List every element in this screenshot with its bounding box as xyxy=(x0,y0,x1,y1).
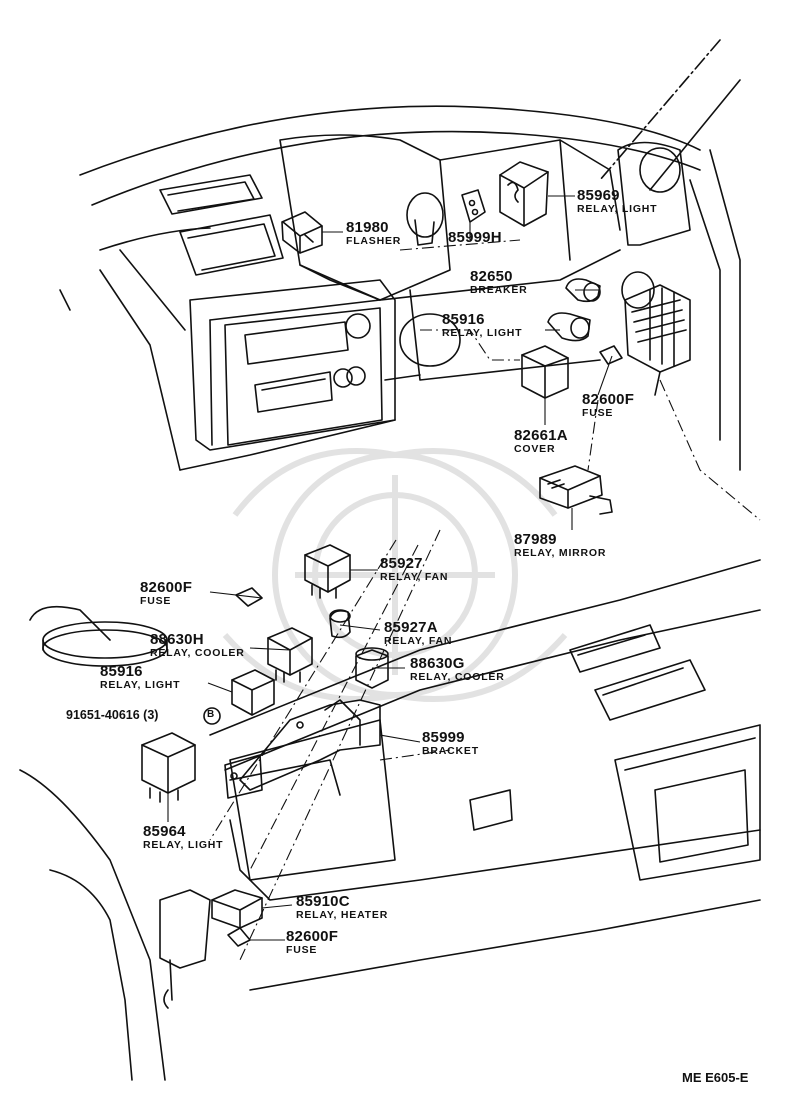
part-name: RELAY, COOLER xyxy=(150,647,245,659)
part-name: FUSE xyxy=(286,944,318,956)
part-name: FUSE xyxy=(582,407,614,419)
part-number: 82650 xyxy=(470,268,513,285)
part-name: RELAY, LIGHT xyxy=(577,203,658,215)
part-name: RELAY, FAN xyxy=(384,635,453,647)
part-name: RELAY, HEATER xyxy=(296,909,389,921)
watermark-crest xyxy=(222,448,568,702)
bolt-marker: B xyxy=(207,709,214,720)
part-number: 82661A xyxy=(514,427,568,444)
part-name: BRACKET xyxy=(422,745,479,757)
bolt-marker-letter: B xyxy=(207,709,215,720)
part-number: 82600F xyxy=(140,579,193,596)
label-82650-breaker: 82650 BREAKER xyxy=(470,269,528,296)
bolt-part-number: 91651-40616 xyxy=(66,708,140,722)
part-number: 87989 xyxy=(514,531,557,548)
label-85916-relay-light-mid: 85916 RELAY, LIGHT xyxy=(100,664,180,691)
label-82600f-fuse-mid: 82600F FUSE xyxy=(140,580,192,607)
label-85999-bracket: 85999 BRACKET xyxy=(422,730,479,757)
part-number: 85916 xyxy=(442,311,485,328)
label-88630g-relay-cooler: 88630G RELAY, COOLER xyxy=(410,656,505,683)
part-name: RELAY, LIGHT xyxy=(442,327,523,339)
part-name: RELAY, COOLER xyxy=(410,671,505,683)
part-name: RELAY, FAN xyxy=(380,571,449,583)
part-number: 88630H xyxy=(150,631,204,648)
bolt-label: 91651-40616 (3) xyxy=(66,708,158,722)
label-81980-flasher: 81980 FLASHER xyxy=(346,220,401,247)
part-number: 88630G xyxy=(410,655,465,672)
part-number: 85910C xyxy=(296,893,350,910)
part-name: COVER xyxy=(514,443,556,455)
label-85969-relay-light: 85969 RELAY, LIGHT xyxy=(577,188,657,215)
part-number: 85927 xyxy=(380,555,423,572)
label-85927a-relay-fan: 85927A RELAY, FAN xyxy=(384,620,452,647)
part-number: 85964 xyxy=(143,823,186,840)
part-name: FUSE xyxy=(140,595,172,607)
part-number: 82600F xyxy=(582,391,635,408)
part-number: 85927A xyxy=(384,619,438,636)
label-85927-relay-fan: 85927 RELAY, FAN xyxy=(380,556,448,583)
part-number: 85999 xyxy=(422,729,465,746)
label-87989-relay-mirror: 87989 RELAY, MIRROR xyxy=(514,532,606,559)
label-85916-relay-light-top: 85916 RELAY, LIGHT xyxy=(442,312,522,339)
label-82600f-fuse-bottom: 82600F FUSE xyxy=(286,929,338,956)
part-number: 82600F xyxy=(286,928,339,945)
label-82661a-cover: 82661A COVER xyxy=(514,428,568,455)
part-number: 85916 xyxy=(100,663,143,680)
bolt-quantity: (3) xyxy=(143,708,159,722)
label-85999h: 85999H xyxy=(448,230,502,245)
part-number: 81980 xyxy=(346,219,389,236)
part-name: BREAKER xyxy=(470,284,528,296)
part-number: 85969 xyxy=(577,187,620,204)
label-85964-relay-light: 85964 RELAY, LIGHT xyxy=(143,824,223,851)
label-85910c-relay-heater: 85910C RELAY, HEATER xyxy=(296,894,388,921)
part-name: RELAY, MIRROR xyxy=(514,547,607,559)
part-number: 85999H xyxy=(448,229,502,246)
part-name: FLASHER xyxy=(346,235,402,247)
diagram-reference-code: ME E605-E xyxy=(682,1070,749,1085)
label-88630h-relay-cooler: 88630H RELAY, COOLER xyxy=(150,632,245,659)
part-name: RELAY, LIGHT xyxy=(143,839,224,851)
label-82600f-fuse-top: 82600F FUSE xyxy=(582,392,634,419)
part-name: RELAY, LIGHT xyxy=(100,679,181,691)
